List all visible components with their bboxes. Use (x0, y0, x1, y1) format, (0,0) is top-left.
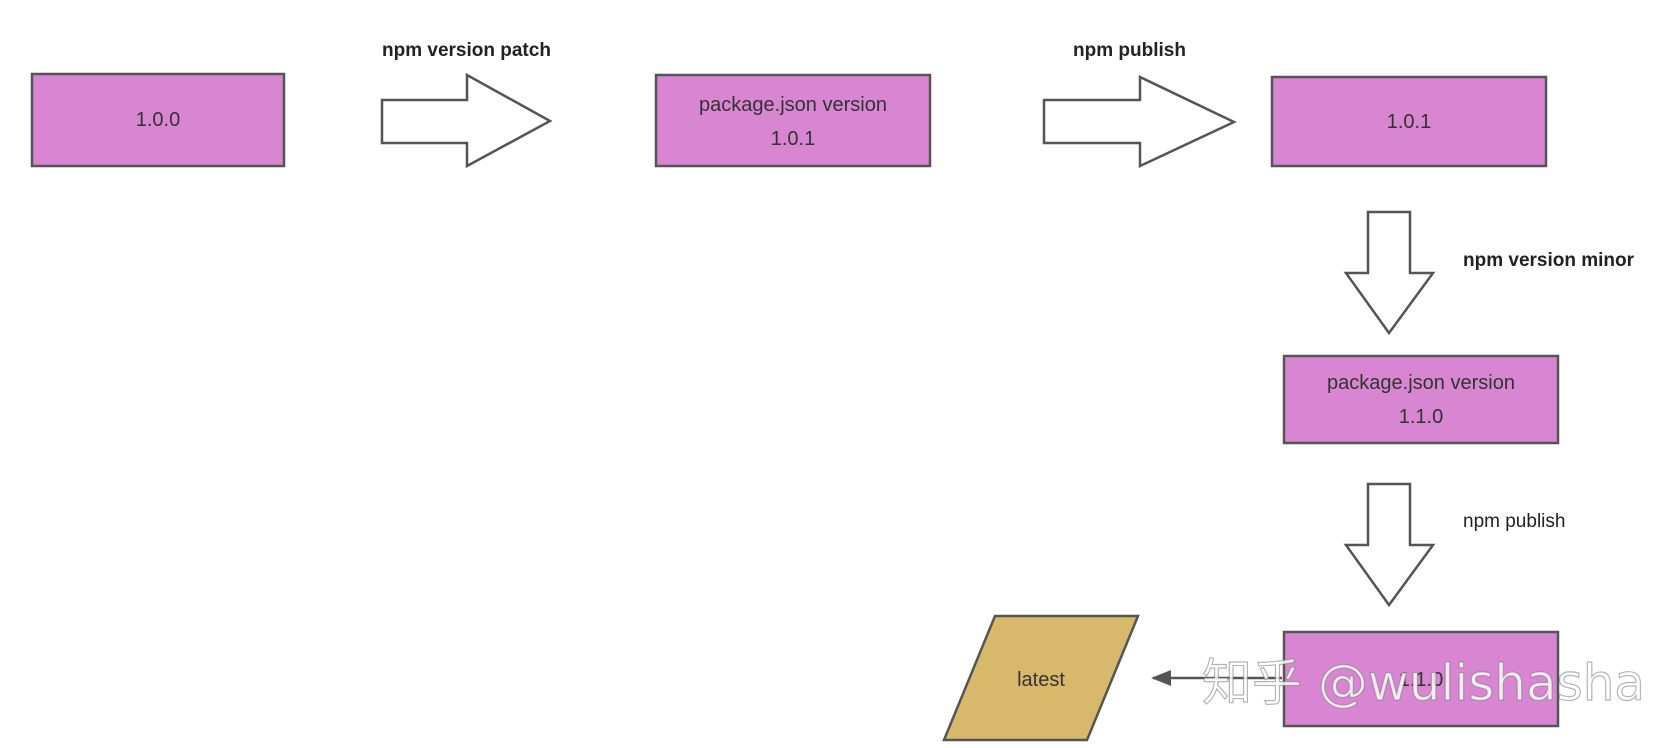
node-package-json-1-0-1: package.json version 1.0.1 (654, 73, 932, 168)
node-package-json-1-1-0: package.json version 1.1.0 (1282, 354, 1560, 445)
node-latest-tag-label: latest (1017, 669, 1065, 691)
edge-npm-version-minor-label: npm version minor (1463, 250, 1635, 271)
block-arrow-right-icon (1042, 75, 1237, 168)
node-package-json-1-1-0-line2: 1.1.0 (1399, 406, 1443, 428)
node-version-1-0-0: 1.0.0 (30, 72, 286, 168)
edge-npm-publish-2-label: npm publish (1463, 511, 1565, 532)
edge-npm-version-patch: npm version patch (380, 40, 553, 169)
block-arrow-right-icon (380, 72, 553, 169)
node-version-1-0-1-label: 1.0.1 (1387, 111, 1431, 133)
block-arrow-down-icon (1343, 482, 1436, 608)
edge-npm-publish-1-label: npm publish (1073, 40, 1186, 61)
node-package-json-1-0-1-line1: package.json version (699, 94, 887, 116)
node-package-json-1-1-0-line1: package.json version (1327, 372, 1515, 394)
node-latest-tag: latest (942, 614, 1140, 742)
edge-npm-publish-1: npm publish (1042, 40, 1237, 168)
node-version-1-0-1: 1.0.1 (1270, 75, 1548, 168)
block-arrow-down-icon (1343, 210, 1436, 336)
node-package-json-1-0-1-line2: 1.0.1 (771, 128, 815, 150)
edge-npm-publish-2: npm publish (1343, 482, 1565, 608)
edge-npm-version-minor: npm version minor (1343, 210, 1635, 336)
watermark-text: 知乎 @wulishasha (1202, 654, 1645, 712)
edge-npm-version-patch-label: npm version patch (382, 40, 551, 61)
node-version-1-1-0-label: 1.1.0 (1399, 669, 1443, 691)
node-version-1-1-0: 1.1.0 (1282, 630, 1560, 728)
node-version-1-0-0-label: 1.0.0 (136, 109, 180, 131)
